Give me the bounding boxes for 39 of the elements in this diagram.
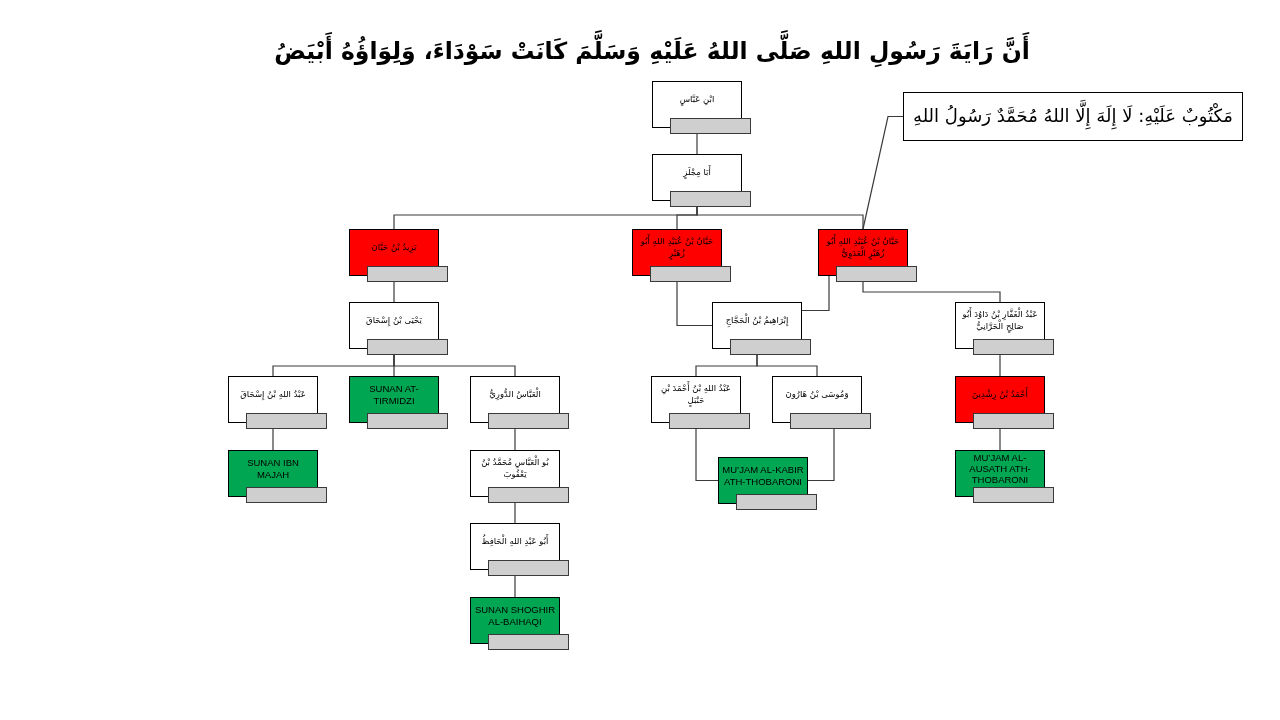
narrator-name: عَبْدُ اللهِ بْنُ إِسْحَاقَ	[240, 388, 306, 401]
connector-line	[393, 353, 516, 377]
book-title: MU’JAM AL-KABIR ATH-THOBARONI	[722, 464, 804, 487]
narrator-name: ابْنِ عَبَّاسٍ	[679, 93, 715, 106]
connector-line	[756, 353, 818, 377]
connector-line	[801, 275, 830, 312]
connector-line	[695, 427, 719, 482]
connector-line	[696, 132, 698, 155]
title: أَنَّ رَايَةَ رَسُولِ اللهِ صَلَّى اللهُ عَلَيْهِ وَسَلَّمَ كَانَتْ سَوْدَاءَ، وَلِوَاؤُهُ أَبْيَضُ	[268, 27, 1036, 77]
connector-line	[514, 427, 516, 451]
narrator-name: حَيَّانُ بْنُ عُبَيْدِ اللهِ أَبُو زُهَيْرٍ الْعَدَوِيُّ	[825, 236, 901, 259]
connector-line	[272, 427, 274, 451]
narrator-name: الْعَبَّاسُ الدُّورِيُّ	[489, 388, 541, 401]
leader-line	[862, 115, 904, 230]
book-title: SUNAN IBN MAJAH	[246, 457, 300, 480]
narrator-name: يَحْيَى بْنُ إِسْحَاقَ	[366, 314, 422, 327]
connector-line	[676, 280, 713, 327]
narrator-name: حَيَّانُ بْنُ عُبَيْدِ اللهِ أَبُو زُهَيْرٍ	[639, 236, 715, 259]
narrator-name: بُو الْعَبَّاسِ مُحَمَّدُ بْنُ يَعْقُوبَ	[480, 457, 550, 480]
connector-line	[999, 353, 1001, 377]
connector-line	[393, 280, 395, 303]
book-title: MU’JAM AL-AUSATH ATH-THOBARONI	[968, 451, 1032, 486]
connector-line	[999, 427, 1001, 451]
connector-line	[514, 574, 516, 598]
narrator-name: أَبُو عَبْدِ اللهِ الْحَافِظُ	[481, 535, 549, 548]
narrator-name: عَبْدُ الْغَفَّارِ بْنُ دَاوُدَ أَبُو صَالِحٍ الْحَرَّانِيُّ	[961, 309, 1039, 332]
narrator-name: عَبْدُ اللهِ بْنُ أَحْمَدَ بْنِ حَنْبَلٍ	[660, 383, 732, 406]
narrator-name: وَمُوسَى بْنُ هَارُونَ	[785, 388, 849, 401]
narrator-name: يَزِيدُ بْنُ حَيَّانَ	[371, 241, 417, 254]
connector-line	[696, 205, 864, 230]
connector-line	[807, 427, 835, 482]
narrator-name: أَحْمَدُ بْنُ رِشْدِينَ	[972, 388, 1028, 401]
book-title: SUNAN AT-TIRMIDZI	[368, 383, 420, 406]
callout-box: مَكْتُوبٌ عَلَيْهِ: لَا إِلَهَ إِلَّا اللهُ مُحَمَّدٌ رَسُولُ اللهِ	[903, 92, 1243, 141]
connector-line	[514, 501, 516, 524]
connector-line	[862, 280, 1001, 303]
book-title: SUNAN SHOGHIR AL-BAIHAQI	[474, 604, 556, 627]
narrator-name: أَبَا مِجْلَزٍ	[683, 166, 711, 179]
narrator-name: إِبْرَاهِيمُ بْنُ الْحَجَّاجِ	[725, 314, 789, 327]
